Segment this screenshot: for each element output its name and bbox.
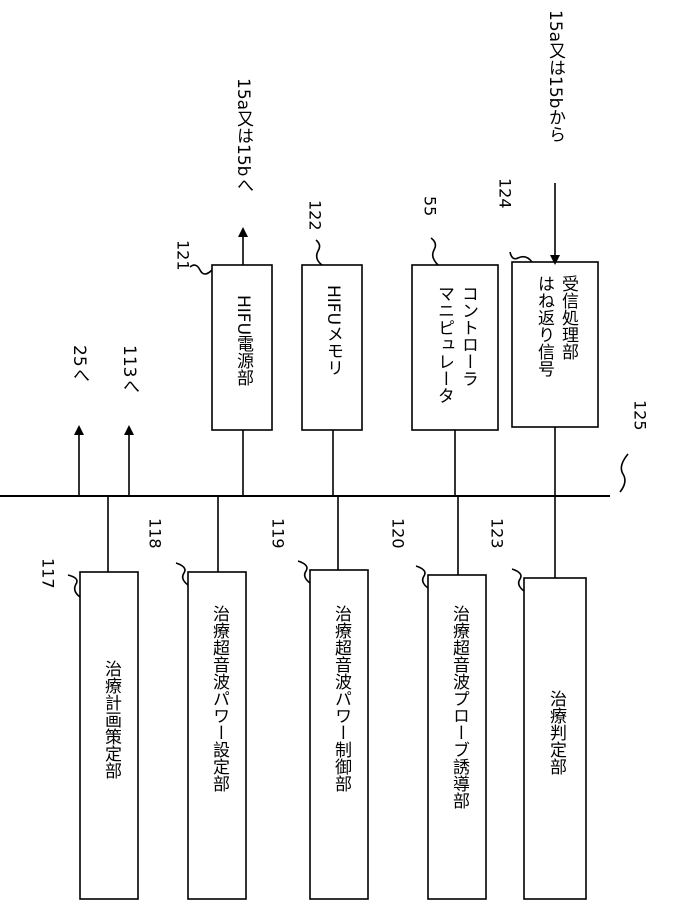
bus-ref-number: 125	[631, 400, 650, 431]
rebound-signal-ref-number: 124	[496, 178, 515, 209]
plan-ref-number: 117	[39, 558, 58, 589]
hifu-memory-ref-number: 122	[306, 200, 325, 231]
hifu-memory-label: HIFUメモリ	[323, 285, 343, 376]
hifu-power-arrow-label: 15a又は15bへ	[233, 78, 254, 193]
rebound-signal-label-line1: はね返り信号	[534, 275, 555, 378]
power-setting-ref-leader	[176, 563, 188, 585]
manipulator-ref-number: 55	[421, 196, 440, 216]
judgement-label: 治療判定部	[546, 690, 567, 775]
hifu-power-ref-leader	[190, 265, 212, 274]
manipulator-ref-leader	[431, 238, 438, 265]
bus-ref-leader	[620, 454, 628, 492]
manipulator-block	[412, 265, 498, 430]
output-113-label: 113へ	[119, 345, 139, 394]
power-control-ref-number: 119	[269, 518, 288, 549]
rebound-signal-label-line2: 受信処理部	[558, 275, 579, 360]
plan-label: 治療計画策定部	[101, 660, 122, 779]
manipulator-label-line1: マニピュレータ	[434, 285, 454, 404]
judgement-ref-leader	[512, 569, 524, 591]
hifu-memory-ref-leader	[316, 240, 322, 265]
power-control-label: 治療超音波パワー制御部	[331, 605, 352, 792]
rebound-signal-ref-leader	[510, 252, 532, 262]
power-control-ref-leader	[298, 561, 310, 583]
judgement-ref-number: 123	[488, 518, 507, 549]
probe-guide-label: 治療超音波プローブ誘導部	[449, 605, 470, 809]
probe-guide-ref-leader	[416, 566, 428, 588]
probe-guide-ref-number: 120	[389, 518, 408, 549]
hifu-power-label: HIFU電源部	[233, 295, 254, 386]
output-25-label: 25へ	[69, 345, 89, 384]
hifu-power-ref-number: 121	[174, 240, 193, 271]
power-setting-label: 治療超音波パワー設定部	[209, 605, 230, 792]
plan-ref-leader	[68, 575, 80, 597]
rebound-signal-block	[512, 262, 598, 427]
power-setting-ref-number: 118	[146, 518, 165, 549]
manipulator-label-line2: コントローラ	[458, 285, 478, 387]
rebound-signal-arrow-label: 15a又は15bから	[545, 10, 566, 142]
